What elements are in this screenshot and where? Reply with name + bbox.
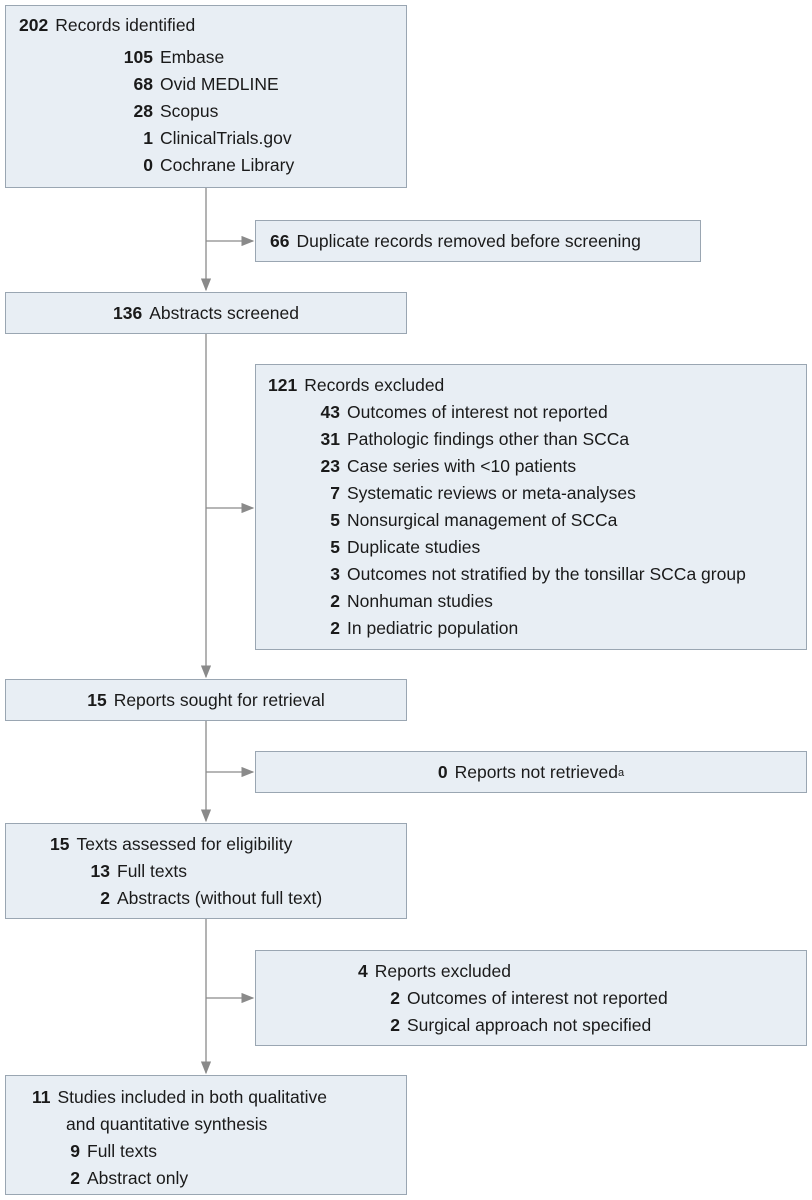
abstracts-screened-box: 136 Abstracts screened — [5, 292, 407, 334]
label: Full texts — [117, 861, 188, 881]
assessed-header: 15 Texts assessed for eligibility — [50, 831, 292, 858]
count: 31 — [320, 429, 340, 449]
source-row: 28 Scopus — [109, 98, 219, 125]
label: Outcomes not stratified by the tonsillar… — [347, 564, 746, 584]
count: 13 — [90, 861, 110, 881]
count: 7 — [330, 483, 340, 503]
label: Abstracts (without full text) — [117, 888, 323, 908]
label: Cochrane Library — [160, 155, 295, 175]
count: 2 — [100, 888, 110, 908]
assessed-item: 13 Full texts — [84, 858, 188, 885]
included-header: 11 Studies included in both qualitative — [32, 1084, 327, 1111]
source-row: 1 ClinicalTrials.gov — [109, 125, 292, 152]
label: Systematic reviews or meta-analyses — [347, 483, 636, 503]
records-identified-box: 202 Records identified 105 Embase 68 Ovi… — [5, 5, 407, 188]
count: 121 — [268, 375, 298, 395]
label: Texts assessed for eligibility — [76, 834, 293, 854]
sought-row: 15 Reports sought for retrieval — [6, 687, 406, 714]
included-header-continuation: and quantitative synthesis — [66, 1111, 267, 1138]
records-excluded-header: 121 Records excluded — [268, 372, 444, 399]
label: Pathologic findings other than SCCa — [347, 429, 630, 449]
count: 2 — [70, 1168, 80, 1188]
count: 136 — [113, 303, 143, 323]
assessed-item: 2 Abstracts (without full text) — [84, 885, 322, 912]
count: 11 — [32, 1087, 51, 1107]
duplicates-row: 66 Duplicate records removed before scre… — [270, 228, 641, 255]
count: 2 — [330, 618, 340, 638]
report-exclusion-reason: 2 Outcomes of interest not reported — [384, 985, 668, 1012]
label: Nonhuman studies — [347, 591, 493, 611]
label: Reports excluded — [374, 961, 511, 981]
count: 66 — [270, 231, 290, 251]
label: Scopus — [160, 101, 219, 121]
texts-assessed-box: 15 Texts assessed for eligibility 13 Ful… — [5, 823, 407, 919]
reports-excluded-header: 4 Reports excluded — [358, 958, 511, 985]
source-row: 105 Embase — [109, 44, 224, 71]
exclusion-reason: 2 Nonhuman studies — [312, 588, 493, 615]
exclusion-reason: 5 Nonsurgical management of SCCa — [312, 507, 617, 534]
exclusion-reason: 23 Case series with <10 patients — [312, 453, 577, 480]
label: and quantitative synthesis — [66, 1114, 268, 1134]
count: 2 — [330, 591, 340, 611]
count: 105 — [123, 47, 153, 67]
screened-row: 136 Abstracts screened — [6, 300, 406, 327]
label: In pediatric population — [347, 618, 519, 638]
label: Studies included in both qualitative — [57, 1087, 328, 1107]
report-exclusion-reason: 2 Surgical approach not specified — [384, 1012, 651, 1039]
label: Duplicate studies — [347, 537, 481, 557]
label: Records identified — [55, 15, 196, 35]
count: 15 — [50, 834, 70, 854]
records-identified-header: 202 Records identified — [19, 12, 195, 39]
exclusion-reason: 7 Systematic reviews or meta-analyses — [312, 480, 636, 507]
label: Records excluded — [304, 375, 445, 395]
reports-sought-box: 15 Reports sought for retrieval — [5, 679, 407, 721]
count: 68 — [133, 74, 153, 94]
count: 15 — [87, 690, 107, 710]
exclusion-reason: 2 In pediatric population — [312, 615, 518, 642]
count: 43 — [320, 402, 340, 422]
exclusion-reason: 43 Outcomes of interest not reported — [312, 399, 608, 426]
duplicates-removed-box: 66 Duplicate records removed before scre… — [255, 220, 701, 262]
count: 3 — [330, 564, 340, 584]
included-item: 9 Full texts — [64, 1138, 157, 1165]
count: 28 — [133, 101, 153, 121]
exclusion-reason: 3 Outcomes not stratified by the tonsill… — [312, 561, 746, 588]
label: Reports not retrieved — [454, 762, 619, 782]
exclusion-reason: 31 Pathologic findings other than SCCa — [312, 426, 630, 453]
count: 4 — [358, 961, 368, 981]
count: 9 — [70, 1141, 80, 1161]
label: Embase — [160, 47, 225, 67]
label: Case series with <10 patients — [347, 456, 577, 476]
source-row: 68 Ovid MEDLINE — [109, 71, 279, 98]
count: 1 — [143, 128, 153, 148]
label: Outcomes of interest not reported — [347, 402, 608, 422]
label: Outcomes of interest not reported — [407, 988, 668, 1008]
label: Ovid MEDLINE — [160, 74, 279, 94]
label: Surgical approach not specified — [407, 1015, 652, 1035]
count: 2 — [390, 1015, 400, 1035]
label: Duplicate records removed before screeni… — [296, 231, 641, 251]
count: 2 — [390, 988, 400, 1008]
label: ClinicalTrials.gov — [160, 128, 292, 148]
label: Reports sought for retrieval — [113, 690, 325, 710]
count: 5 — [330, 510, 340, 530]
count: 5 — [330, 537, 340, 557]
exclusion-reason: 5 Duplicate studies — [312, 534, 480, 561]
label: Abstracts screened — [149, 303, 299, 323]
count: 0 — [143, 155, 153, 175]
records-excluded-box: 121 Records excluded 43 Outcomes of inte… — [255, 364, 807, 650]
label: Full texts — [87, 1141, 158, 1161]
count: 23 — [320, 456, 340, 476]
studies-included-box: 11 Studies included in both qualitative … — [5, 1075, 407, 1195]
source-row: 0 Cochrane Library — [109, 152, 294, 179]
included-item: 2 Abstract only — [64, 1165, 188, 1192]
label: Abstract only — [87, 1168, 189, 1188]
count: 0 — [437, 762, 448, 782]
reports-excluded-box: 4 Reports excluded 2 Outcomes of interes… — [255, 950, 807, 1046]
label: Nonsurgical management of SCCa — [347, 510, 618, 530]
count: 202 — [19, 15, 49, 35]
